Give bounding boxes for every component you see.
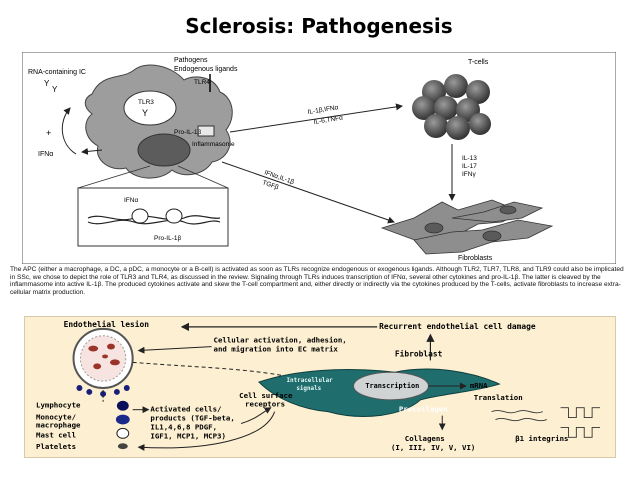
fibroblasts-label: Fibroblasts <box>458 255 493 262</box>
b1-integrins-label: β1 integrins <box>515 434 568 443</box>
fibroblast-cells <box>380 199 554 255</box>
platelets-label: Platelets <box>36 442 76 451</box>
translation-label: Translation <box>474 393 523 402</box>
inflammasome-block <box>197 125 215 137</box>
sclerosis-mechanism-panel: Endothelial lesion Recurrent endothelial… <box>24 316 616 458</box>
ic-symbol: Y <box>44 79 50 88</box>
il17-label: IL-17 <box>462 163 477 170</box>
ifna-left-label: IFNα <box>38 151 53 158</box>
il1b-ifna-label: IL-1β,IFNα <box>307 104 339 116</box>
plus-sign: + <box>46 128 51 138</box>
slide-title: Sclerosis: Pathogenesis <box>185 14 453 38</box>
monocyte-label-2: macrophage <box>36 420 81 429</box>
collagens-label-1: Collagens <box>405 434 445 443</box>
pro-il1b-cell-label: Pro-IL-1β <box>174 129 201 136</box>
tcell-cluster <box>412 74 491 140</box>
platelet-icon <box>117 443 128 450</box>
lymphocyte-label: Lymphocyte <box>36 401 81 410</box>
activated-label-3: IL1,4,6,8 PDGF, <box>150 422 217 431</box>
nucleus <box>137 133 191 167</box>
tlr3-receptor-icon: Y <box>142 108 148 118</box>
pathogens-label: Pathogens <box>174 57 208 64</box>
tlr3-label: TLR3 <box>138 99 154 106</box>
ic-symbol: Y <box>52 85 58 94</box>
monocyte-icon <box>115 414 130 425</box>
apc-pathway-diagram: RNA-containing IC Y Y Pathogens Endogeno… <box>22 52 616 264</box>
il13-label: IL-13 <box>462 155 477 162</box>
fibroblast-label: Fibroblast <box>395 348 443 358</box>
ifng-label: IFNγ <box>462 171 476 178</box>
intracellular-label-2: signals <box>296 386 321 392</box>
activated-label-2: products (TGF-beta, <box>150 414 234 423</box>
mast-cell-label: Mast cell <box>36 430 76 439</box>
figure-caption: The APC (either a macrophage, a DC, a pD… <box>10 266 624 296</box>
procollagen-label: Procollagen <box>399 405 448 414</box>
endosome <box>123 90 177 126</box>
cell-surface-label-2: receptors <box>245 400 285 409</box>
inset-ifna-label: IFNα <box>124 197 138 204</box>
endothelial-lesion-label: Endothelial lesion <box>64 319 150 329</box>
recurrent-damage-label: Recurrent endothelial cell damage <box>379 321 536 331</box>
monocyte-label-1: Monocyte/ <box>36 413 77 422</box>
sclerosis-mechanism-diagram: Endothelial lesion Recurrent endothelial… <box>36 319 600 452</box>
collagen-fibers <box>491 407 600 438</box>
cell-activation-label-1: Cellular activation, adhesion, <box>214 336 347 345</box>
il6-tnfa-label: IL-6,TNFα <box>313 114 343 126</box>
inflammasome-label: Inflammasome <box>192 141 235 148</box>
endogenous-ligands-label: Endogenous ligands <box>174 66 238 73</box>
cell-activation-label-2: and migration into EC matrix <box>214 345 339 354</box>
inset-pro-il1b-label: Pro-IL-1β <box>154 235 181 242</box>
mrna-label: mRNA <box>470 381 488 390</box>
activated-label-1: Activated cells/ <box>150 405 222 414</box>
cell-surface-label-1: Cell surface <box>239 391 293 400</box>
lymphocyte-icon <box>116 400 129 411</box>
rna-ic-label: RNA-containing IC <box>28 69 86 76</box>
intracellular-label-1: Intracellular <box>286 378 333 384</box>
tcells-label: T-cells <box>468 59 489 66</box>
tlr4-label: TLR4 <box>194 79 210 86</box>
mast-cell-icon <box>116 427 130 439</box>
activated-label-4: IGF1, MCP1, MCP3) <box>150 431 225 440</box>
endothelial-cells <box>76 385 130 397</box>
transcription-label: Transcription <box>365 382 419 390</box>
collagens-label-2: (I, III, IV, V, VI) <box>391 443 475 452</box>
